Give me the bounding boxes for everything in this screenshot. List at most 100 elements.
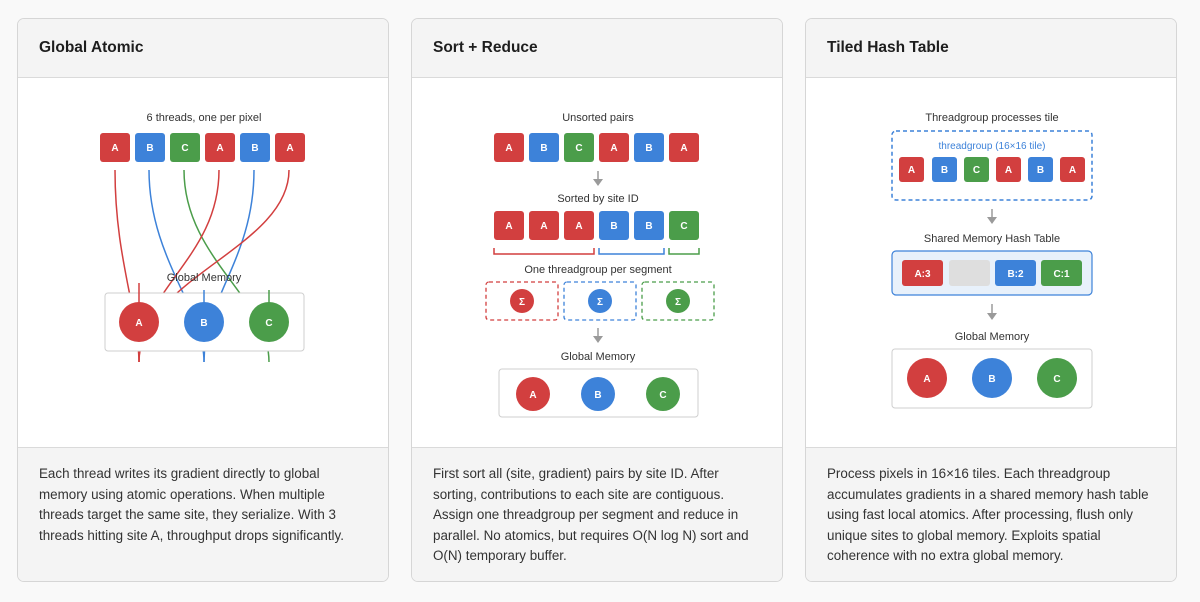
sorted-row: A A A B B C bbox=[494, 211, 699, 240]
thread-box bbox=[170, 133, 200, 162]
pair-label: A bbox=[610, 143, 617, 154]
connector-ends bbox=[138, 283, 270, 304]
pair-label: A bbox=[540, 221, 547, 232]
pair-label: B bbox=[610, 221, 617, 232]
thread-box-label: B bbox=[251, 143, 258, 154]
pair-box bbox=[494, 133, 524, 162]
pair-box bbox=[634, 133, 664, 162]
thread-box bbox=[100, 133, 130, 162]
hash-entry-label: B:2 bbox=[1007, 269, 1024, 280]
site-label: B bbox=[988, 374, 995, 385]
thread-box bbox=[205, 133, 235, 162]
site-circle bbox=[907, 358, 947, 398]
tile-thread-box bbox=[1060, 157, 1085, 182]
tile-thread-box bbox=[996, 157, 1021, 182]
tile-thread-row: A B C A B A bbox=[899, 157, 1085, 182]
pair-box bbox=[634, 211, 664, 240]
hash-entry-empty bbox=[949, 260, 990, 286]
pair-box bbox=[529, 133, 559, 162]
site-label: C bbox=[659, 390, 666, 401]
pair-box bbox=[529, 211, 559, 240]
sort-reduce-description: First sort all (site, gradient) pairs by… bbox=[412, 448, 782, 581]
sum-symbol: Σ bbox=[675, 297, 681, 308]
pair-box bbox=[564, 133, 594, 162]
site-label: A bbox=[923, 374, 930, 385]
down-arrow-2 bbox=[987, 304, 997, 320]
thread-box bbox=[240, 133, 270, 162]
pair-label: A bbox=[575, 221, 582, 232]
site-circle bbox=[581, 377, 615, 411]
pair-label: C bbox=[575, 143, 582, 154]
sum-circle bbox=[510, 289, 534, 313]
site-label: A bbox=[529, 390, 536, 401]
tile-thread-label: B bbox=[941, 165, 948, 176]
global-atomic-svg: 6 threads, one per pixel A B C A bbox=[100, 112, 305, 363]
down-arrow-2 bbox=[593, 328, 603, 343]
sort-reduce-title: Sort + Reduce bbox=[412, 19, 782, 78]
thread-box-label: A bbox=[216, 143, 223, 154]
thread-box bbox=[275, 133, 305, 162]
threadgroup-segments: Σ Σ Σ bbox=[485, 281, 715, 321]
down-arrow-1 bbox=[593, 171, 603, 186]
pair-label: B bbox=[645, 143, 652, 154]
sort-reduce-svg: Unsorted pairs A B C A B A Sorted by sit… bbox=[485, 112, 715, 418]
site-label: B bbox=[594, 390, 601, 401]
tiled-hash-svg: Threadgroup processes tile threadgroup (… bbox=[891, 112, 1093, 409]
global-atomic-card: Global Atomic 6 threads, one per pixel A… bbox=[17, 18, 389, 582]
unsorted-label: Unsorted pairs bbox=[562, 112, 634, 124]
hash-entry bbox=[995, 260, 1036, 286]
pair-box bbox=[494, 211, 524, 240]
thread-row: A B C A B A bbox=[100, 133, 305, 162]
thread-box bbox=[135, 133, 165, 162]
global-atomic-diagram: 6 threads, one per pixel A B C A bbox=[18, 78, 388, 448]
thread-box-label: A bbox=[286, 143, 293, 154]
global-memory-label: Global Memory bbox=[955, 331, 1030, 343]
tile-label: Threadgroup processes tile bbox=[925, 112, 1058, 124]
hash-entry-label: C:1 bbox=[1053, 269, 1070, 280]
pair-label: B bbox=[540, 143, 547, 154]
bracket-c bbox=[668, 248, 700, 255]
pair-box bbox=[669, 133, 699, 162]
site-label: A bbox=[135, 318, 142, 329]
sum-symbol: Σ bbox=[597, 297, 603, 308]
site-circle bbox=[1037, 358, 1077, 398]
site-circle bbox=[516, 377, 550, 411]
sum-circle bbox=[666, 289, 690, 313]
global-atomic-title: Global Atomic bbox=[18, 19, 388, 78]
site-label: C bbox=[1053, 374, 1060, 385]
segment-brackets bbox=[493, 248, 700, 255]
site-circle bbox=[249, 302, 289, 342]
tile-thread-label: C bbox=[973, 165, 980, 176]
sum-symbol: Σ bbox=[519, 297, 525, 308]
hash-entry bbox=[1041, 260, 1082, 286]
pair-label: C bbox=[680, 221, 687, 232]
segment-box bbox=[563, 281, 637, 321]
segment-box bbox=[641, 281, 715, 321]
hash-entry-label: A:3 bbox=[914, 269, 931, 280]
bracket-b bbox=[598, 248, 665, 255]
thread-box-label: B bbox=[146, 143, 153, 154]
threads-label: 6 threads, one per pixel bbox=[147, 112, 262, 124]
tile-thread-box bbox=[899, 157, 924, 182]
tile-thread-box bbox=[964, 157, 989, 182]
down-arrow-1 bbox=[987, 209, 997, 224]
segment-label: One threadgroup per segment bbox=[524, 264, 671, 276]
tile-thread-label: A bbox=[1069, 165, 1076, 176]
unsorted-row: A B C A B A bbox=[494, 133, 699, 162]
tiled-hash-description: Process pixels in 16×16 tiles. Each thre… bbox=[806, 448, 1176, 581]
tiled-hash-card: Tiled Hash Table Threadgroup processes t… bbox=[805, 18, 1177, 582]
threadgroup-box bbox=[891, 130, 1093, 201]
global-memory-label: Global Memory bbox=[561, 351, 636, 363]
global-atomic-description: Each thread writes its gradient directly… bbox=[18, 448, 388, 581]
global-memory-label: Global Memory bbox=[167, 272, 242, 284]
tile-thread-label: A bbox=[908, 165, 915, 176]
pair-label: A bbox=[505, 221, 512, 232]
bracket-a bbox=[493, 248, 595, 255]
pair-label: B bbox=[645, 221, 652, 232]
sort-reduce-diagram: Unsorted pairs A B C A B A Sorted by sit… bbox=[412, 78, 782, 448]
pair-box bbox=[599, 211, 629, 240]
tile-thread-label: A bbox=[1005, 165, 1012, 176]
site-circle bbox=[119, 302, 159, 342]
sum-circle bbox=[588, 289, 612, 313]
thread-box-label: A bbox=[111, 143, 118, 154]
